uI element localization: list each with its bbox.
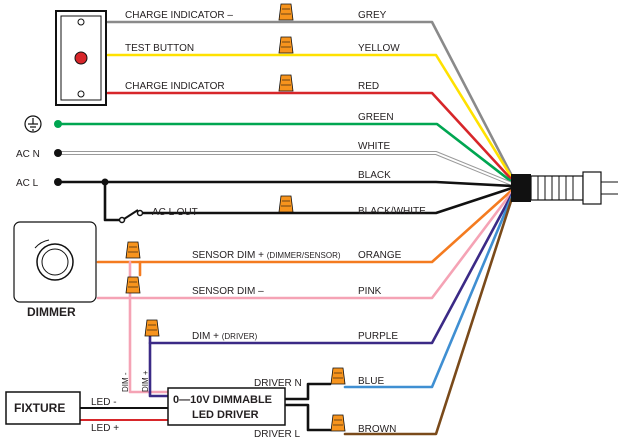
ground-terminal-dot [54, 120, 62, 128]
ac-l-label: AC L [16, 178, 39, 189]
red-wire [106, 91, 514, 182]
driver-n-wire [283, 382, 332, 401]
wire-color-label: BROWN [358, 424, 396, 435]
led-plus-label: LED + [91, 423, 119, 434]
wire-color-label: PURPLE [358, 331, 398, 342]
dimmer-label: DIMMER [27, 305, 76, 319]
black-white-wire [138, 186, 514, 215]
switch-icon [118, 209, 144, 224]
purple-wire-main [148, 192, 514, 345]
wire-color-label: GREEN [358, 112, 394, 123]
wire-color-label: YELLOW [358, 43, 400, 54]
wire-nut-icon [278, 195, 294, 213]
purple-wire [148, 331, 170, 398]
screw-icon [77, 18, 85, 26]
wire-nuts [125, 3, 346, 432]
test-button-icon [74, 51, 88, 65]
dim-minus-label: DIM - [121, 372, 130, 392]
ac-l-out-label: AC L OUT [152, 207, 198, 218]
yellow-wire [106, 53, 514, 180]
wire-color-label: BLACK [358, 170, 391, 181]
wire-paths [56, 20, 514, 436]
ground-icon [24, 115, 42, 133]
test-plate [55, 10, 107, 106]
wire-function-note: (DIMMER/SENSOR) [267, 251, 341, 260]
driver-n-label: DRIVER N [254, 378, 302, 389]
wire-nut-icon [278, 3, 294, 21]
wire-nut-icon [125, 241, 141, 259]
wire-function-label: SENSOR DIM + (DIMMER/SENSOR) [192, 250, 341, 261]
orange-wire [96, 188, 514, 264]
driver-l-label: DRIVER L [254, 429, 301, 440]
ac-l-terminal-dot [54, 178, 62, 186]
led-driver-box [167, 387, 286, 426]
wire-nut-icon [125, 276, 141, 294]
wire-color-label: WHITE [358, 141, 391, 152]
wire-function-note: (DRIVER) [222, 332, 258, 341]
wire-nut-icon [278, 74, 294, 92]
pink-wire [96, 190, 514, 300]
led-minus-label: LED - [91, 397, 117, 408]
wire-color-label: BLACK/WHITE [358, 206, 426, 217]
conduit-connector-icon [511, 171, 618, 205]
wire-color-label: GREY [358, 10, 387, 21]
ac-n-terminal-dot [54, 149, 62, 157]
fixture-box [5, 391, 81, 425]
wire-color-label: RED [358, 81, 379, 92]
white-wire-outline [56, 151, 514, 186]
wire-function-main: SENSOR DIM + [192, 250, 267, 261]
driver-title-line1: 0—10V DIMMABLE [173, 394, 272, 406]
grey-wire [106, 20, 514, 178]
brown-wire [343, 196, 514, 436]
wire-nut-icon [278, 36, 294, 54]
ac-l-junction-dot [101, 178, 109, 186]
dimmer-knob-icon [36, 243, 74, 281]
black-wire [56, 180, 514, 188]
wire-nut-icon [144, 319, 160, 337]
screw-icon [77, 90, 85, 98]
dimmer [13, 221, 97, 303]
driver-title-line2: LED DRIVER [192, 409, 259, 421]
pink-drop [128, 260, 170, 394]
wire-function-main: DIM + [192, 331, 222, 342]
fixture-label: FIXTURE [14, 401, 65, 415]
ac-l-drop [103, 180, 122, 222]
wire-color-label: ORANGE [358, 250, 402, 261]
wire-function-label: TEST BUTTON [125, 43, 194, 54]
wire-nut-icon [330, 367, 346, 385]
blue-wire [343, 194, 514, 389]
wire-function-label: CHARGE INDICATOR – [125, 10, 233, 21]
wire-function-label: CHARGE INDICATOR [125, 81, 225, 92]
driver-l-wire [283, 403, 332, 432]
dim-plus-label: DIM + [141, 370, 150, 392]
green-wire [56, 122, 514, 184]
wire-color-label: BLUE [358, 376, 384, 387]
wire-color-label: PINK [358, 286, 382, 297]
wire-function-label: DIM + (DRIVER) [192, 331, 258, 342]
ac-n-label: AC N [16, 149, 40, 160]
white-wire [57, 152, 513, 185]
wire-nut-icon [330, 414, 346, 432]
wire-function-label: SENSOR DIM – [192, 286, 264, 297]
